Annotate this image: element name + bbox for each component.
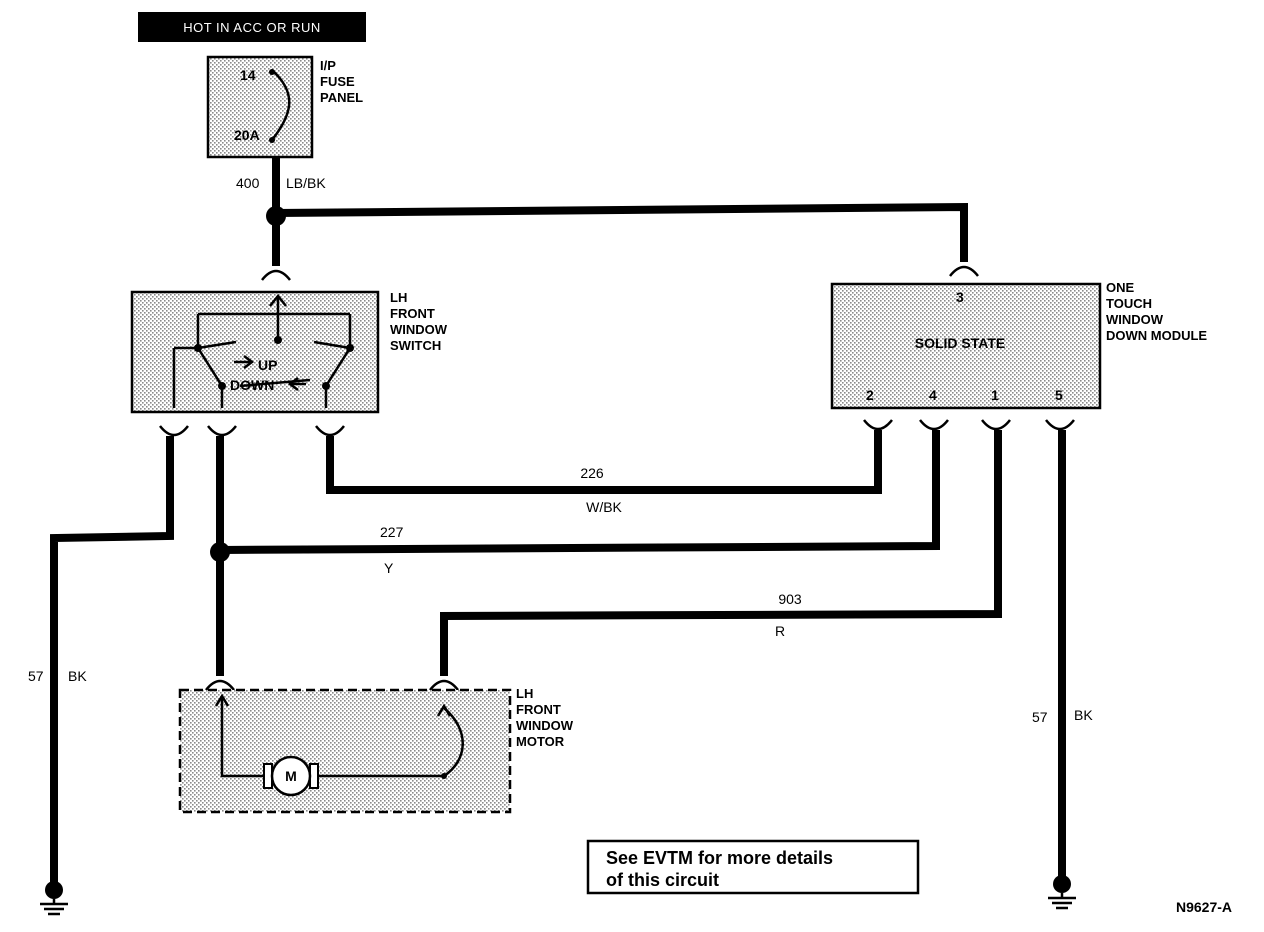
fuse-terminal-top [269, 69, 275, 75]
note-line-2: of this circuit [606, 870, 719, 890]
connector-switch-in [261, 269, 291, 281]
switch-label-3: WINDOW [390, 322, 448, 337]
note-line-1: See EVTM for more details [606, 848, 833, 868]
fuse-rating: 20A [234, 127, 260, 143]
wire-57-right: 57 BK [1032, 430, 1093, 878]
circuit-400-number: 400 [236, 175, 260, 191]
hot-in-acc-header: HOT IN ACC OR RUN [138, 12, 366, 42]
header-label: HOT IN ACC OR RUN [183, 20, 321, 35]
motor-icon [270, 755, 312, 797]
module-center-label: SOLID STATE [915, 335, 1005, 351]
connector-motor-in1 [205, 679, 235, 691]
fuse-panel-label-3: PANEL [320, 90, 363, 105]
circuit-226-number: 226 [580, 465, 604, 481]
circuit-227-color: Y [384, 560, 394, 576]
circuit-903-number: 903 [778, 591, 802, 607]
wire-226: 226 W/BK [326, 430, 882, 515]
switch-up-label: UP [258, 357, 277, 373]
module-pin-4: 4 [929, 387, 937, 403]
connector-switch-out1 [159, 425, 189, 437]
module-label-4: DOWN MODULE [1106, 328, 1207, 343]
module-label-3: WINDOW [1106, 312, 1164, 327]
module-pin-5: 5 [1055, 387, 1063, 403]
module-label-2: TOUCH [1106, 296, 1152, 311]
switch-label-2: FRONT [390, 306, 435, 321]
motor-label-2: FRONT [516, 702, 561, 717]
circuit-57-left-number: 57 [28, 668, 44, 684]
connector-module-pin2 [863, 419, 893, 431]
switch-label-1: LH [390, 290, 407, 305]
circuit-400-color: LB/BK [286, 175, 326, 191]
circuit-57-right-number: 57 [1032, 709, 1048, 725]
motor-label-3: WINDOW [516, 718, 574, 733]
wire-57-left: 57 BK [28, 436, 174, 884]
connector-motor-in2 [429, 679, 459, 691]
fuse-terminal-bottom [269, 137, 275, 143]
circuit-226-color: W/BK [586, 499, 622, 515]
connector-switch-out3 [315, 425, 345, 437]
connector-module-pin5 [1045, 419, 1075, 431]
one-touch-module: SOLID STATE 3 2 4 1 5 ONE TOUCH WINDOW D… [830, 280, 1207, 410]
evtm-note: See EVTM for more details of this circui… [586, 839, 920, 895]
circuit-57-right-color: BK [1074, 707, 1093, 723]
fuse-panel-label-1: I/P [320, 58, 336, 73]
switch-down-label: DOWN [230, 377, 274, 393]
circuit-903-color: R [775, 623, 785, 639]
module-pin-2: 2 [866, 387, 874, 403]
window-motor: M LH FRONT WINDOW MOTOR [178, 686, 574, 814]
module-pin-3: 3 [956, 289, 964, 305]
figure-id: N9627-A [1176, 899, 1232, 915]
wire-400: 400 LB/BK [236, 157, 968, 266]
fuse-panel-label-2: FUSE [320, 74, 355, 89]
window-switch: UP DOWN LH FRONT WINDOW SWITCH [130, 290, 448, 414]
ground-right-icon [1048, 875, 1076, 910]
connector-module-pin1 [981, 419, 1011, 431]
motor-symbol: M [285, 768, 297, 784]
connector-switch-out2 [207, 425, 237, 437]
module-label-1: ONE [1106, 280, 1135, 295]
connector-module-pin4 [919, 419, 949, 431]
connectors [159, 265, 1075, 691]
connector-module-pin3 [949, 265, 979, 277]
wire-903: 903 R [440, 430, 1002, 676]
circuit-227-number: 227 [380, 524, 404, 540]
ground-left-icon [40, 881, 68, 916]
motor-label-4: MOTOR [516, 734, 565, 749]
fuse-panel: 14 20A I/P FUSE PANEL [206, 55, 363, 159]
switch-label-4: SWITCH [390, 338, 441, 353]
circuit-57-left-color: BK [68, 668, 87, 684]
wire-227: 227 Y [210, 430, 940, 676]
module-pin-1: 1 [991, 387, 999, 403]
fuse-number: 14 [240, 67, 256, 83]
motor-label-1: LH [516, 686, 533, 701]
